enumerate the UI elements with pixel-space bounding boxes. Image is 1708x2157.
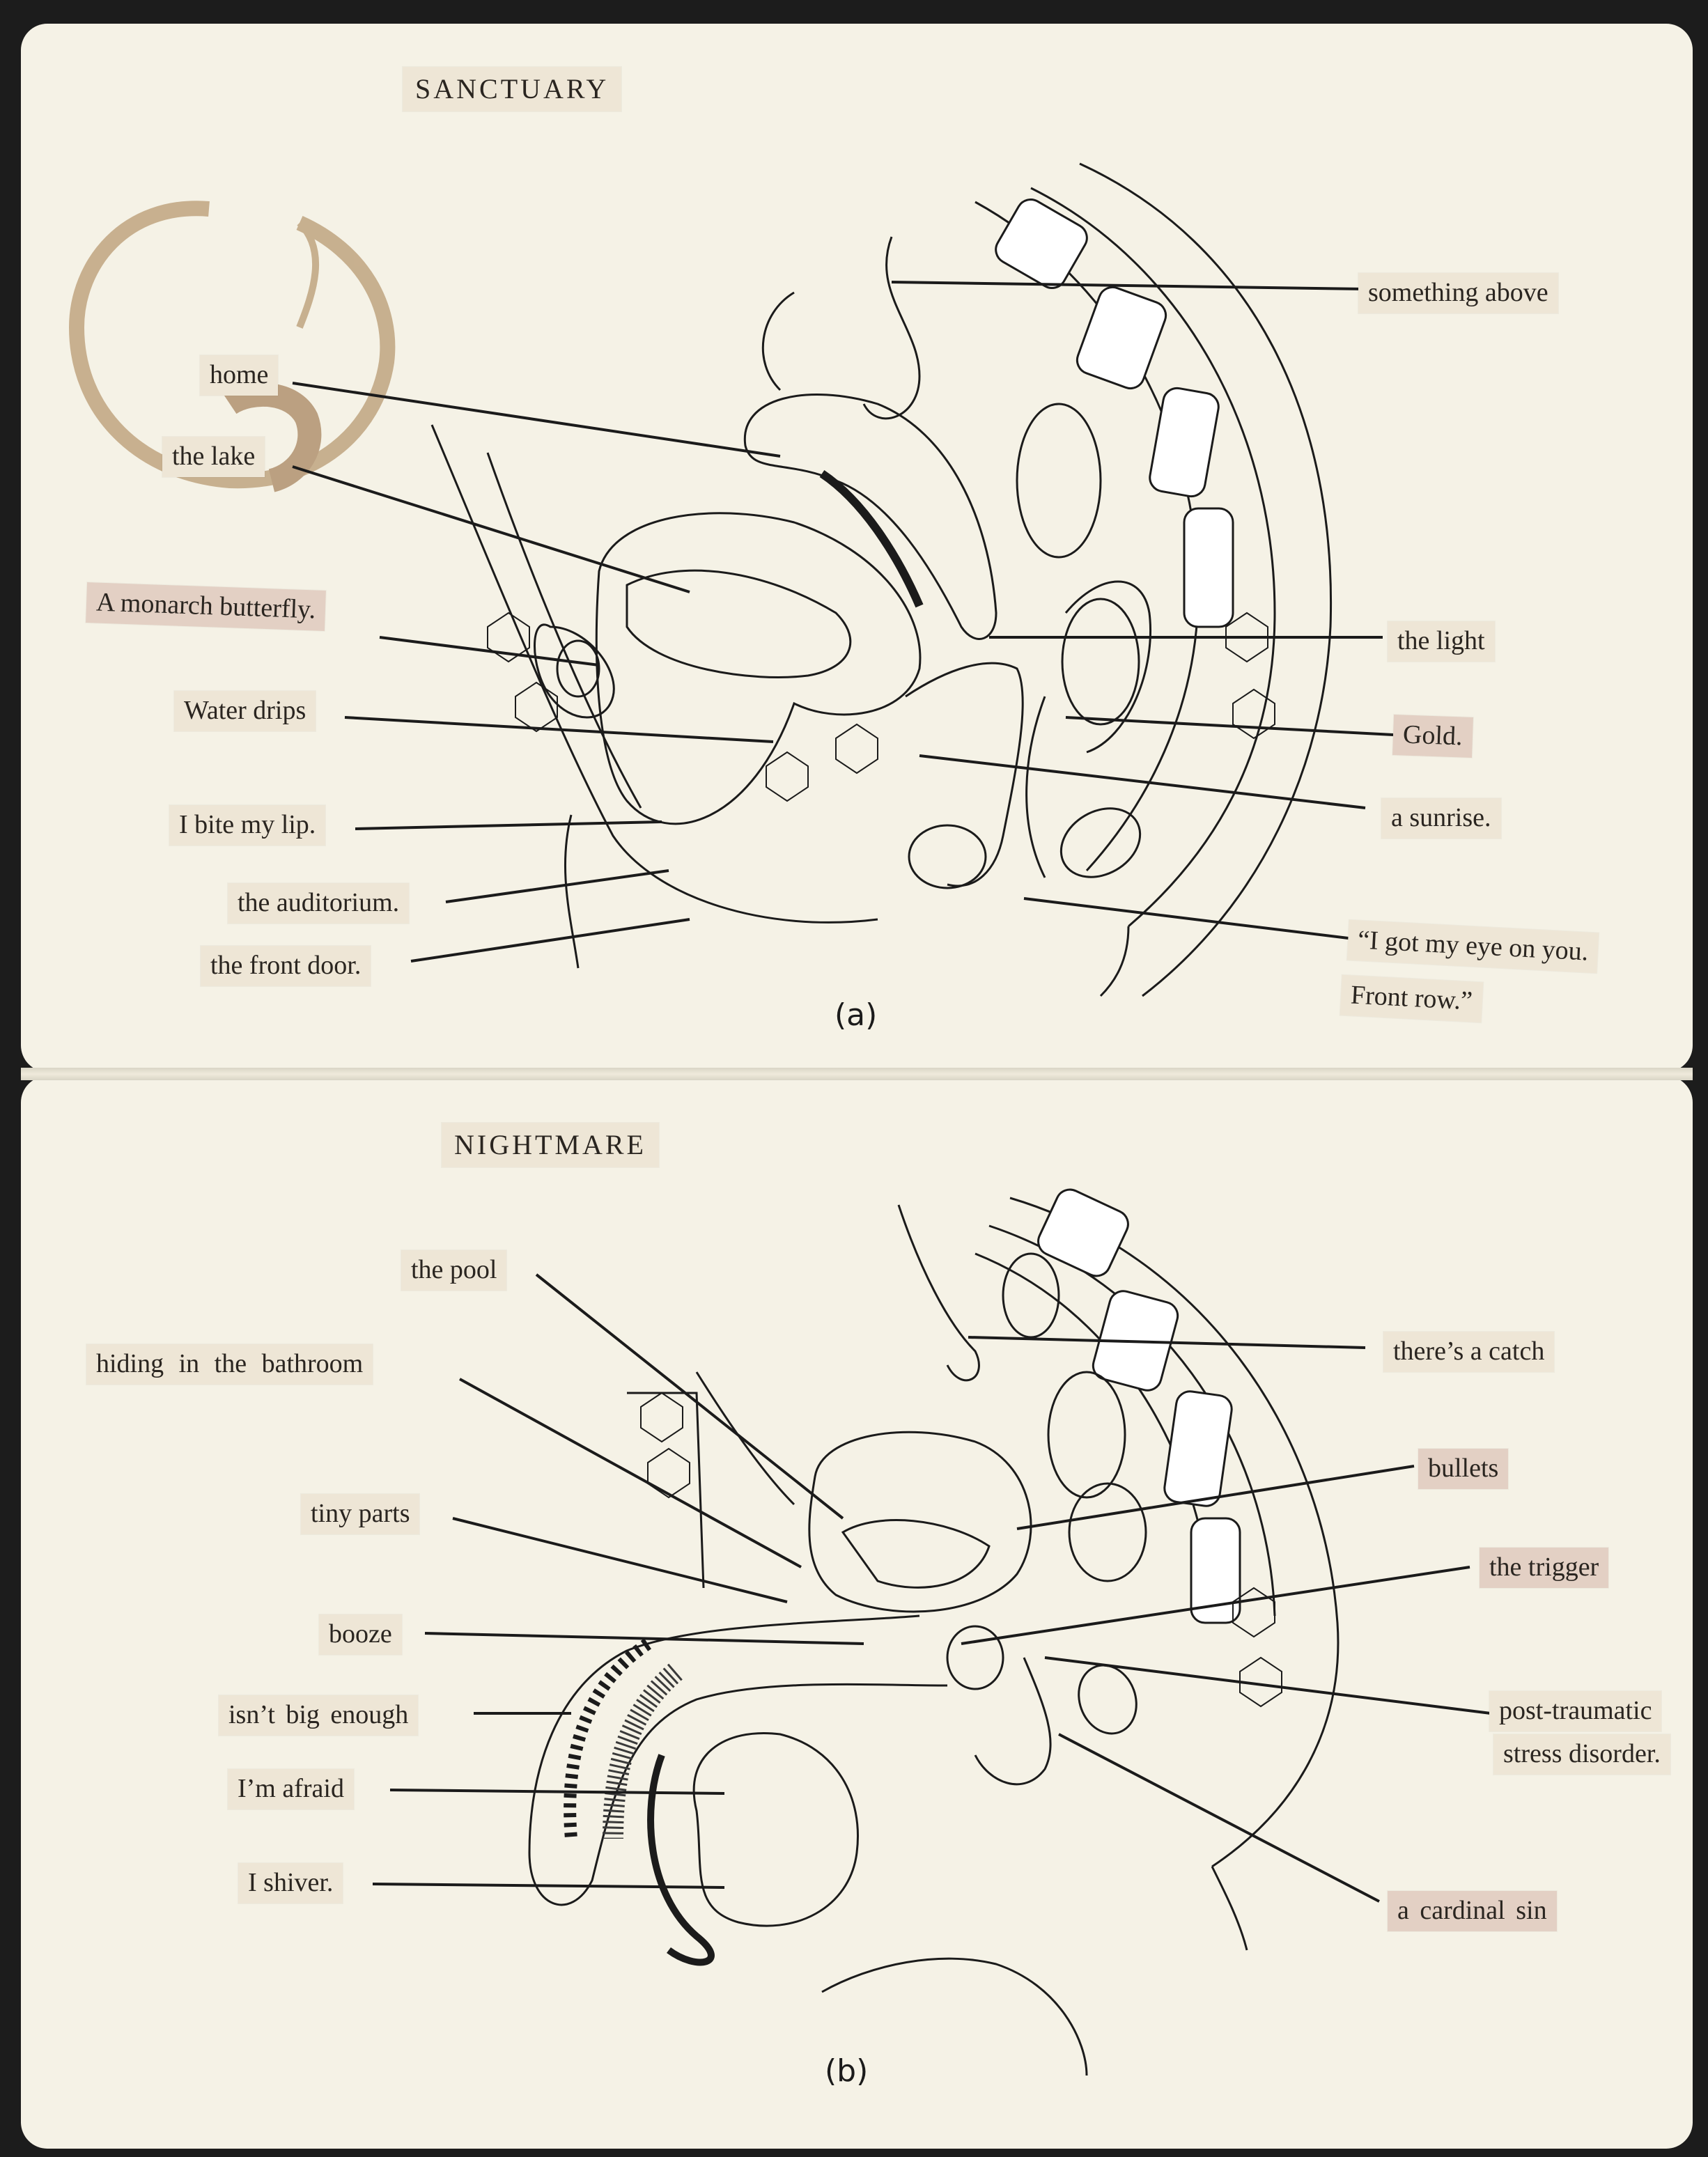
label-the-trigger: the trigger (1480, 1548, 1609, 1588)
label-auditorium: the auditorium. (228, 883, 410, 924)
label-booze: booze (319, 1614, 402, 1655)
label-ptsd-line1: post-traumatic (1489, 1691, 1662, 1731)
label-monarch-butterfly: A monarch butterfly. (86, 582, 327, 631)
page-fold (21, 1068, 1693, 1080)
label-big-enough: isn’t big enough (219, 1695, 419, 1736)
label-home: home (200, 355, 279, 396)
label-bite-lip: I bite my lip. (169, 805, 326, 846)
label-the-pool: the pool (401, 1250, 507, 1291)
title-nightmare: NIGHTMARE (442, 1123, 659, 1167)
label-afraid: I’m afraid (228, 1769, 354, 1809)
label-the-lake: the lake (162, 437, 265, 477)
label-bullets: bullets (1418, 1449, 1509, 1489)
label-something-above: something above (1358, 273, 1558, 313)
label-the-light: the light (1388, 621, 1495, 662)
title-sanctuary: SANCTUARY (403, 67, 622, 111)
label-water-drips: Water drips (174, 691, 316, 731)
page-bottom (21, 1076, 1693, 2149)
label-shiver: I shiver. (238, 1863, 343, 1903)
label-hiding-bathroom: hiding in the bathroom (86, 1344, 373, 1385)
label-sunrise: a sunrise. (1381, 798, 1501, 839)
label-ptsd-line2: stress disorder. (1493, 1734, 1670, 1775)
top-illustration (430, 162, 1333, 997)
top-leader-lines (292, 281, 1394, 963)
label-quote-line2: Front row.” (1340, 974, 1484, 1023)
caption-b: (b) (825, 2053, 869, 2089)
label-theres-a-catch: there’s a catch (1383, 1332, 1555, 1372)
caption-a: (a) (834, 997, 878, 1033)
label-tiny-parts: tiny parts (301, 1494, 420, 1534)
bottom-illustration (528, 1188, 1340, 2076)
label-front-door: the front door. (201, 946, 371, 986)
bottom-leader-lines (372, 1273, 1491, 1903)
label-gold: Gold. (1392, 715, 1473, 758)
label-cardinal-sin: a cardinal sin (1388, 1891, 1557, 1931)
